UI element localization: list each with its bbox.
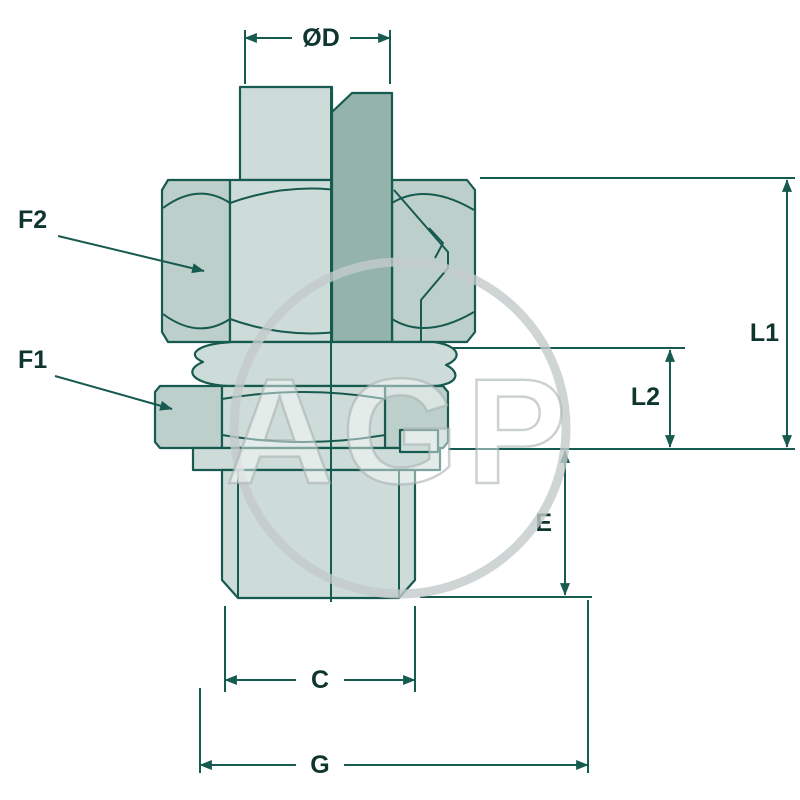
watermark-ring bbox=[229, 257, 571, 599]
dimension-lines bbox=[54, 30, 795, 773]
label-f1: F1 bbox=[18, 346, 47, 374]
label-g: G bbox=[310, 751, 329, 779]
label-l1: L1 bbox=[750, 319, 779, 347]
dim-l2 bbox=[452, 347, 685, 448]
dim-diameter bbox=[244, 30, 391, 84]
label-l2: L2 bbox=[631, 383, 660, 411]
sectioned-wall bbox=[330, 91, 394, 344]
dim-e bbox=[420, 450, 592, 598]
label-f2: F2 bbox=[18, 206, 47, 234]
washer bbox=[191, 446, 442, 472]
dim-l1 bbox=[448, 177, 795, 450]
fitting-body bbox=[153, 85, 477, 602]
leader-f1 bbox=[54, 375, 173, 411]
dimension-labels: ØD F2 F1 L1 L2 E C G bbox=[18, 24, 779, 779]
dim-c bbox=[224, 606, 416, 692]
retaining-block bbox=[398, 428, 440, 454]
top-tube bbox=[238, 85, 334, 182]
dim-g bbox=[199, 600, 589, 773]
leader-f2 bbox=[57, 235, 205, 274]
label-c: C bbox=[311, 666, 329, 694]
watermark-text: AGP bbox=[225, 347, 574, 515]
watermark: AGP bbox=[224, 257, 574, 599]
label-diameter: ØD bbox=[302, 24, 340, 52]
